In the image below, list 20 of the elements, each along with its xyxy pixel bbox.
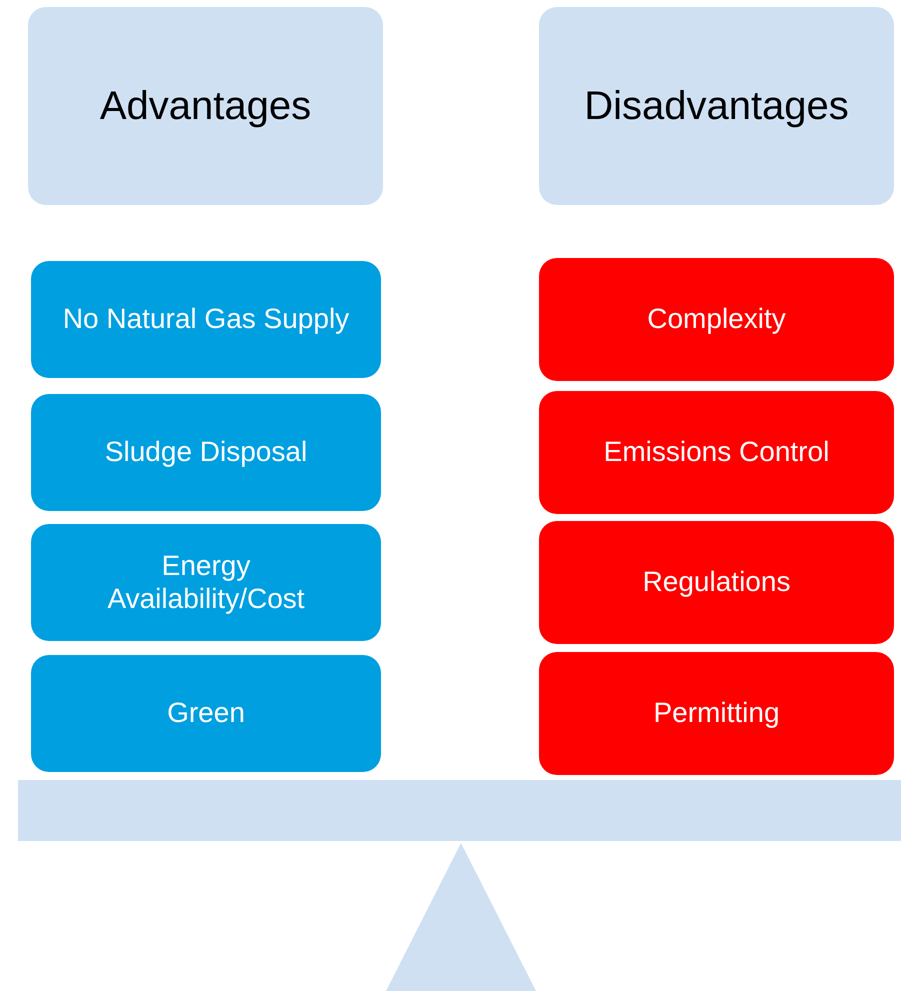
disadvantage-box [539,521,894,644]
item-label: Green [167,697,245,730]
item-label: Complexity [647,303,786,336]
advantage-box [31,655,381,772]
advantage-box [31,394,381,511]
item-label: Emissions Control [604,436,830,469]
advantage-box [31,524,381,641]
header-label: Disadvantages [584,83,849,129]
item-label: No Natural Gas Supply [62,303,350,336]
disadvantage-box [539,652,894,775]
header-label: Advantages [100,83,312,129]
header-box [539,7,894,205]
item-label: Energy Availability/Cost [106,550,306,615]
header-box [28,7,383,205]
disadvantage-box [539,258,894,381]
advantage-box [31,261,381,378]
item-label: Sludge Disposal [104,436,308,469]
item-label: Regulations [642,566,790,599]
disadvantage-box [539,391,894,514]
item-label: Permitting [653,697,780,730]
